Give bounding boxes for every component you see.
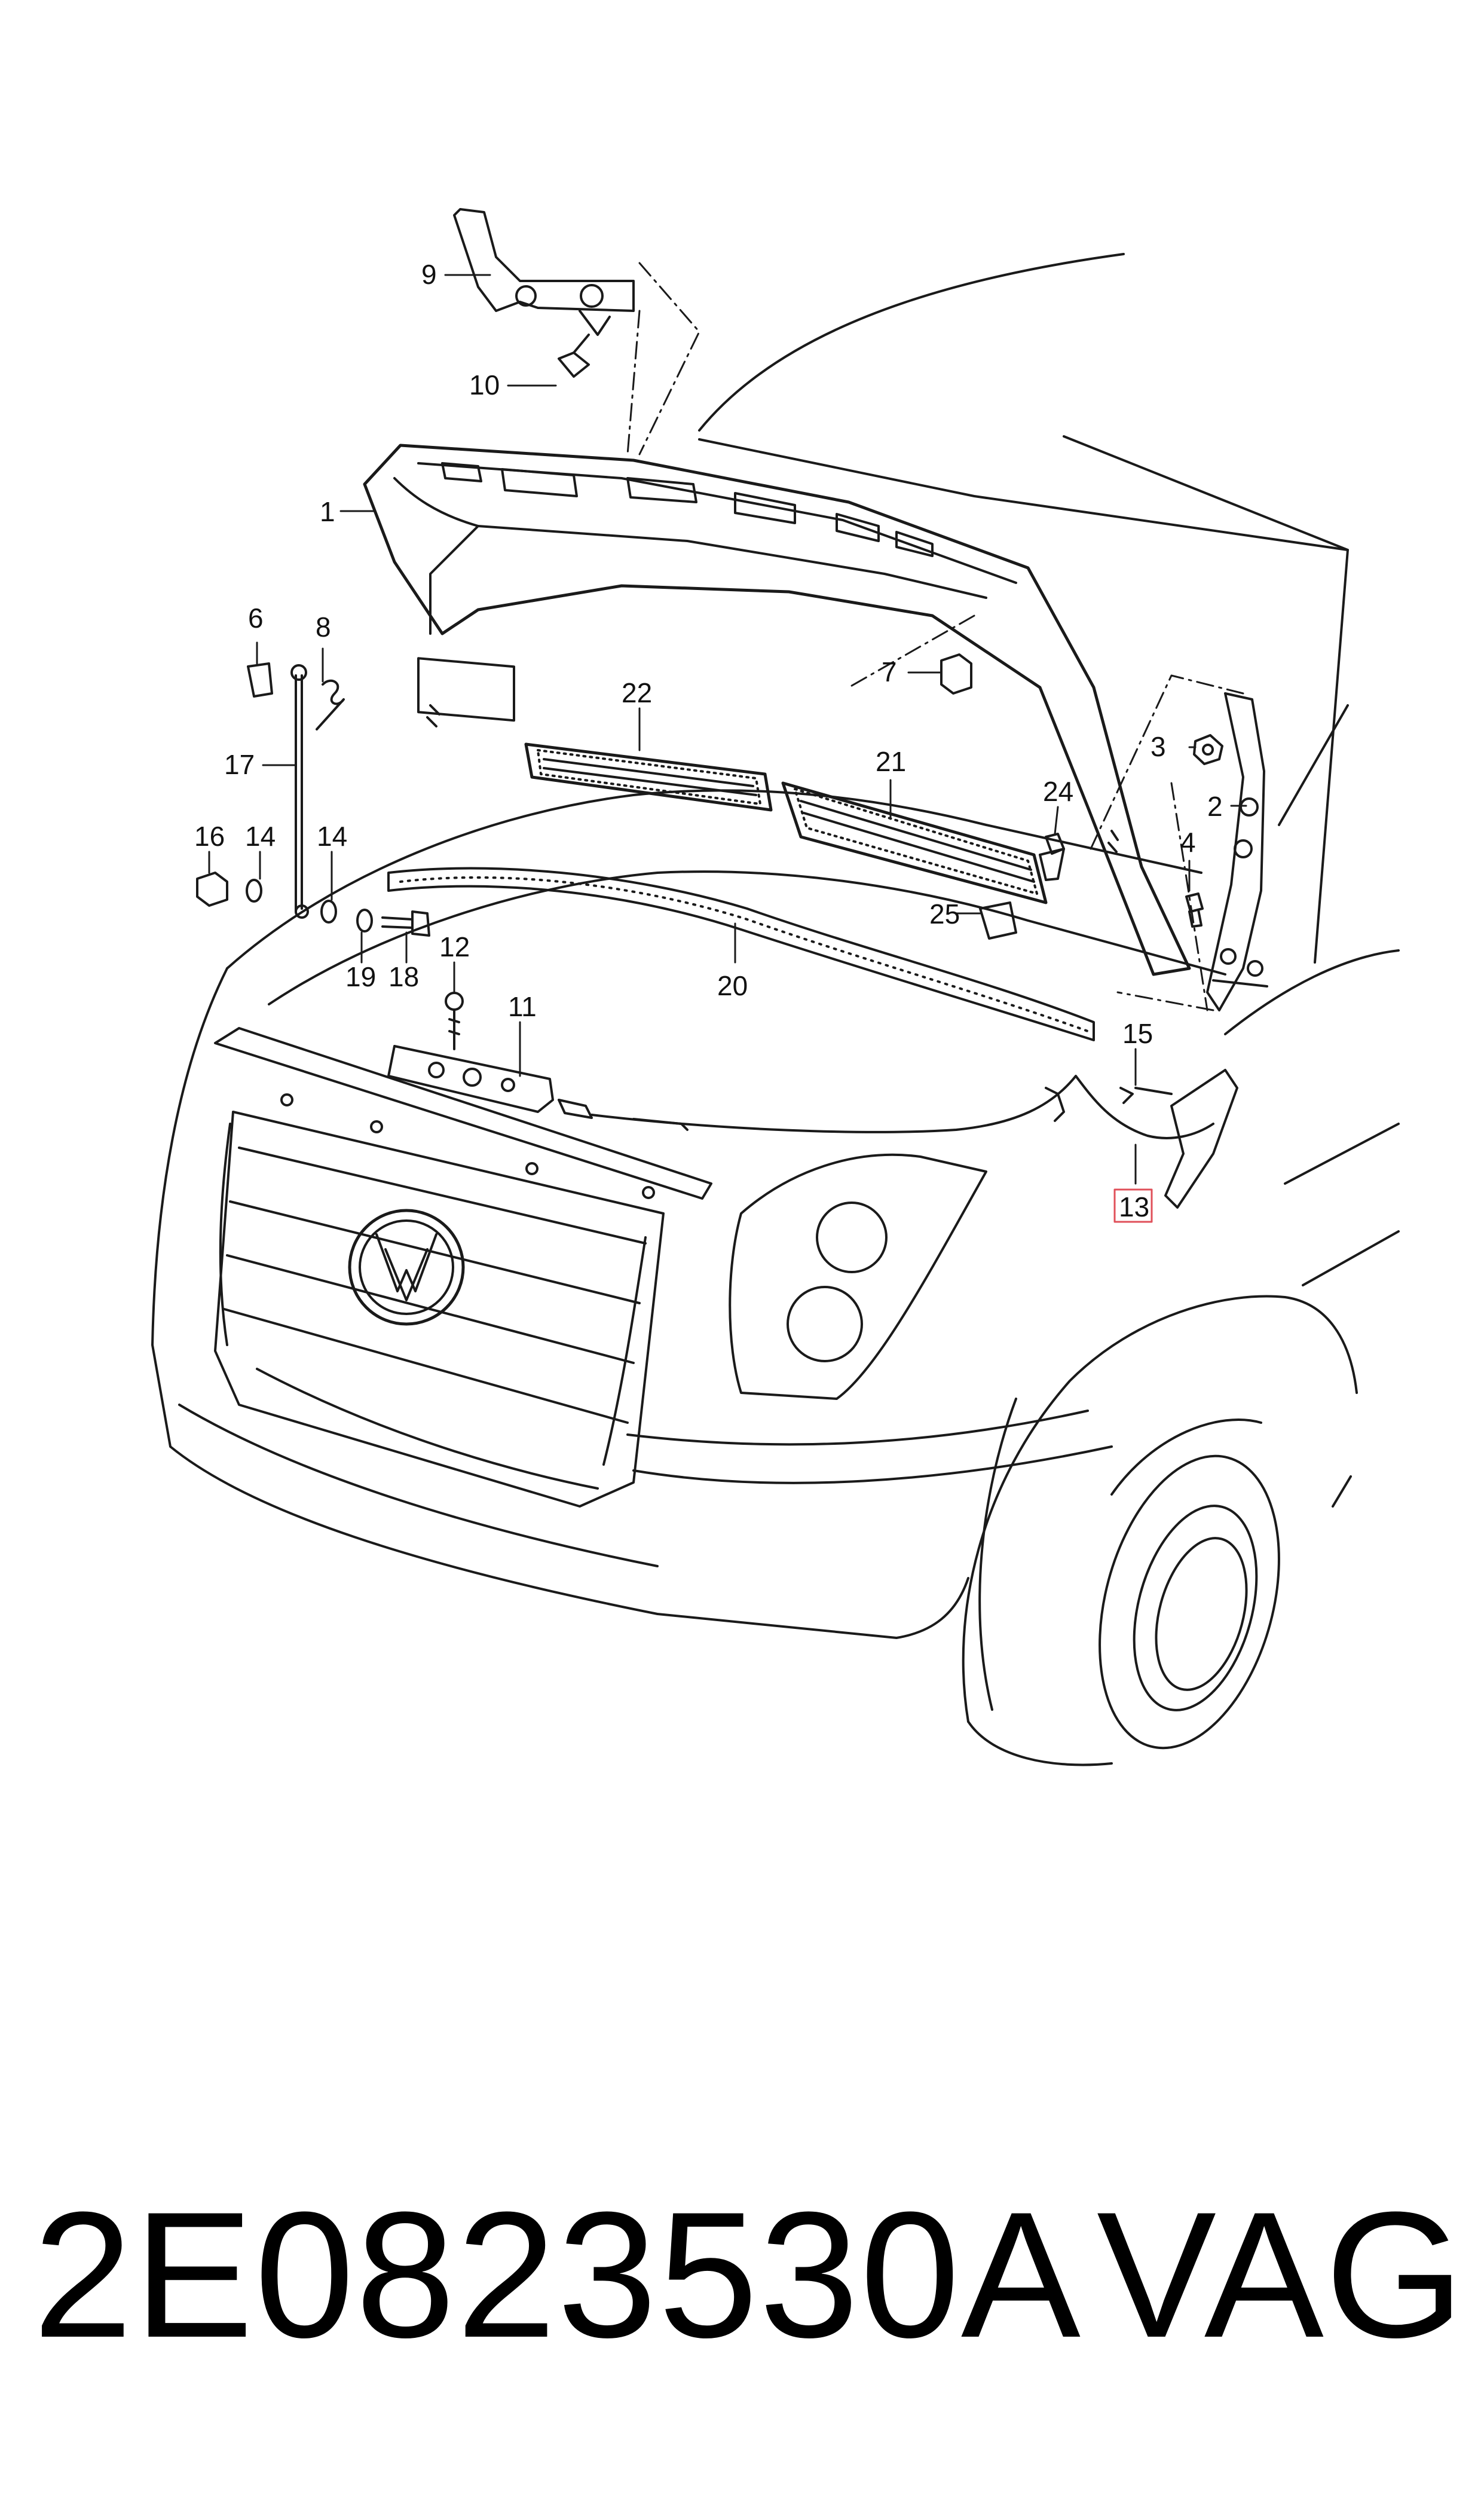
clip-6-icon [247, 662, 273, 698]
release-cable-13 [590, 1075, 1214, 1139]
bolt-10-icon [558, 334, 590, 378]
leader-lines [208, 274, 1247, 1185]
callout-21: 21 [876, 746, 906, 777]
hood-hinge-upper [453, 208, 635, 336]
bump-stop-7-icon [940, 653, 972, 695]
brand-caption: VAG [1097, 2174, 1466, 2375]
vehicle-body-outline [151, 253, 1400, 1766]
washer-14a-icon [246, 879, 262, 903]
hood-vent-grille-22 [524, 742, 773, 812]
hood-vent-grille-21 [781, 781, 1048, 904]
callout-8: 8 [316, 612, 331, 643]
callout-13-highlight: 13 [1113, 1188, 1153, 1223]
grommet-16-icon [196, 872, 228, 907]
callout-18: 18 [388, 961, 419, 992]
spring-clip-8-icon [316, 679, 345, 730]
callout-25: 25 [929, 898, 960, 930]
hood-seal-20 [387, 867, 1095, 1041]
callout-24: 24 [1043, 776, 1073, 807]
nut-3-icon [1193, 734, 1223, 765]
callout-16: 16 [194, 821, 225, 852]
hood-lock-11 [387, 1045, 593, 1119]
bolt-18-icon [381, 910, 430, 937]
callout-14b: 14 [317, 821, 347, 852]
callout-22: 22 [622, 677, 652, 708]
callout-1: 1 [320, 496, 335, 527]
front-grille [214, 1093, 665, 1508]
callouts: 1 2 3 4 6 7 8 9 10 11 12 13 14 14 15 16 … [194, 259, 1223, 1223]
callout-2: 2 [1207, 791, 1223, 822]
callout-20: 20 [717, 970, 748, 1001]
callout-3: 3 [1151, 731, 1166, 762]
callout-19: 19 [345, 961, 376, 992]
release-lever-15 [1119, 1069, 1238, 1209]
hood-hinge-2 [1206, 692, 1268, 1011]
callout-13: 13 [1119, 1191, 1149, 1222]
callout-17: 17 [224, 749, 255, 780]
assembly-lines [626, 262, 1244, 1011]
buffer-24-icon [1039, 833, 1065, 881]
callout-7: 7 [882, 656, 897, 687]
hood-panel [363, 444, 1191, 976]
washer-19-icon [356, 909, 373, 933]
callout-10: 10 [469, 369, 500, 401]
callout-14a: 14 [245, 821, 276, 852]
callout-6: 6 [248, 603, 264, 634]
part-number-caption: 2E0823530A [33, 2174, 1082, 2375]
screw-12-icon [445, 992, 464, 1050]
vw-badge-icon [348, 1209, 465, 1326]
hood-stay-rod-17 [290, 664, 309, 919]
callout-9: 9 [421, 259, 437, 290]
bolt-4-icon [1185, 892, 1204, 928]
callout-15: 15 [1122, 1018, 1153, 1049]
callout-11: 11 [508, 991, 537, 1022]
clip-25-icon [979, 901, 1017, 940]
washer-14b-icon [320, 900, 337, 924]
callout-12: 12 [439, 931, 470, 962]
callout-4: 4 [1180, 827, 1196, 858]
